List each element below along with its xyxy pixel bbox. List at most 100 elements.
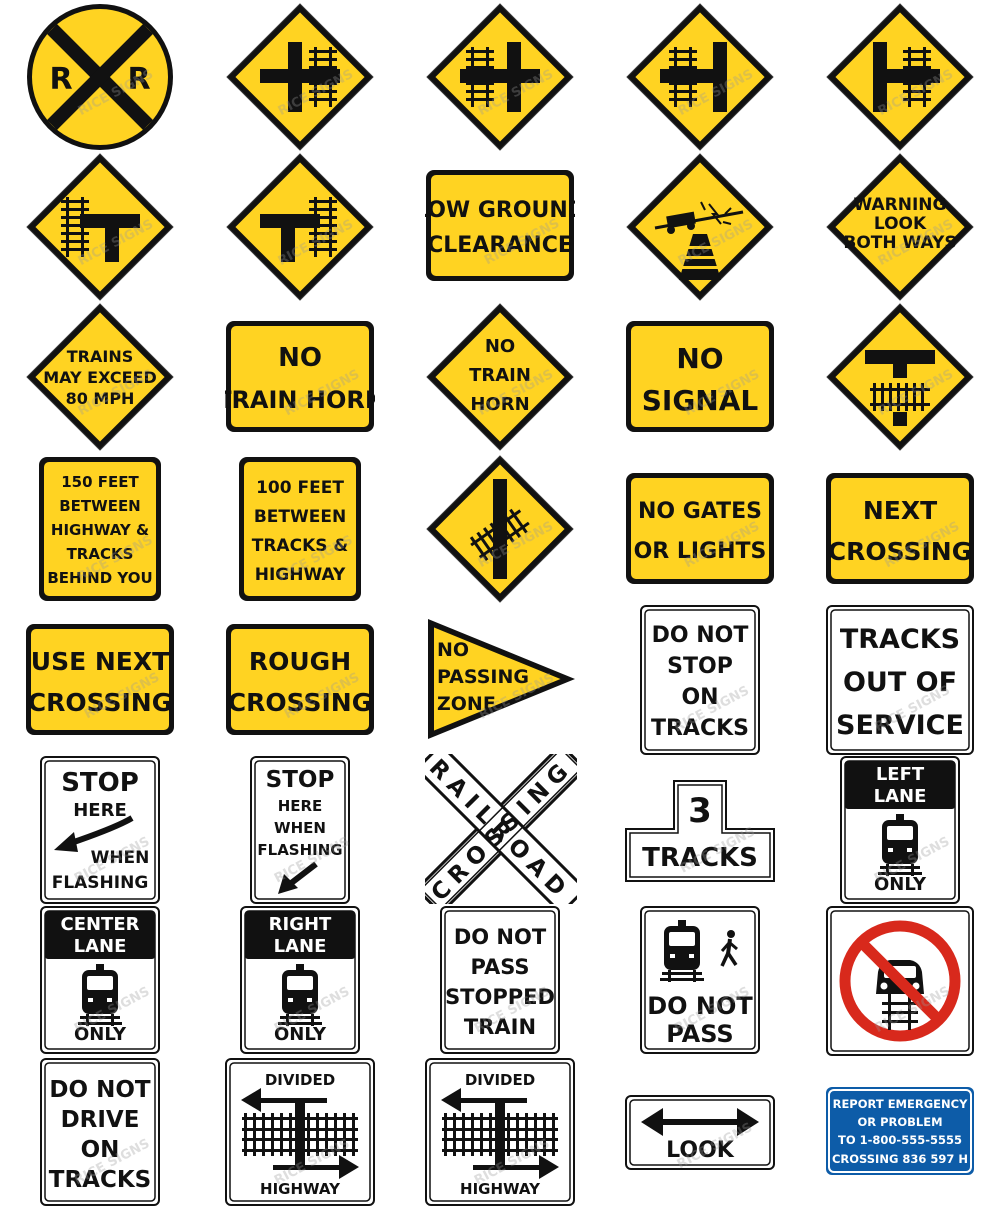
sign-text-line: STOP xyxy=(61,768,139,798)
low-ground-vehicle-symbol-sign: RICE SIGNS xyxy=(625,152,775,302)
sign-text-line: LOW GROUND xyxy=(425,198,575,223)
no-passing-zone-pennant-sign: NO PASSING ZONE RICE SIGNS xyxy=(425,616,577,742)
sign-text-line: NO xyxy=(676,342,723,375)
sign-text-line: ZONE xyxy=(437,693,496,715)
sign-text-line: OR LIGHTS xyxy=(634,539,767,564)
sign-text-line: ONLY xyxy=(874,874,927,895)
tracks-out-of-service-sign: TRACKS OUT OF SERVICE RICE SIGNS xyxy=(826,605,974,755)
sign-text-line: HIGHWAY xyxy=(260,1180,341,1198)
sign-text-line: LANE xyxy=(74,936,127,957)
t-road-track-sign: RICE SIGNS xyxy=(625,2,775,152)
divided-highway-track-sign-2: DIVIDED HIGHWAY RICE SIGNS xyxy=(425,1058,575,1206)
do-not-stop-on-tracks-sign: DO NOT STOP ON TRACKS RICE SIGNS xyxy=(640,605,760,755)
left-arrow-icon xyxy=(441,1088,461,1112)
sign-text-line: WHEN xyxy=(91,848,150,868)
sign-text-line: REPORT EMERGENCY xyxy=(833,1097,968,1111)
cross-road-track-left-sign: RICE SIGNS xyxy=(425,2,575,152)
sign-text-line: RIGHT xyxy=(269,914,332,935)
railroad-crossbuck-sign: CROSSING RAILROAD xyxy=(414,742,588,916)
right-lane-only-lrt-sign: RIGHT LANE ONLY RICE SIGNS xyxy=(240,906,360,1054)
sign-text-line: PASS xyxy=(470,955,529,979)
next-crossing-sign: NEXT CROSSING RICE SIGNS xyxy=(825,472,975,585)
sign-text-line: LANE xyxy=(874,786,927,807)
sign-text-line: HORN xyxy=(470,394,529,415)
sign-text-line: TRAIN xyxy=(464,1015,536,1039)
sign-text-line: USE NEXT xyxy=(31,647,169,676)
sign-text-line: TRAINS xyxy=(67,347,133,366)
sign-text-line: FLASHING xyxy=(257,841,342,859)
right-arrow-icon xyxy=(539,1155,559,1179)
track-count-number: 3 xyxy=(688,791,712,831)
sign-text-line: 80 MPH xyxy=(66,389,135,408)
look-sign: LOOK RICE SIGNS xyxy=(625,1095,775,1172)
sign-text-line: DO NOT xyxy=(647,992,753,1020)
sign-text-line: BOTH WAYS xyxy=(843,233,956,253)
arrow-icon xyxy=(54,832,78,852)
do-not-drive-on-tracks-sign: DO NOT DRIVE ON TRACKS RICE SIGNS xyxy=(40,1058,160,1206)
sign-text-line: NO xyxy=(278,343,322,373)
sign-text-line: ONLY xyxy=(274,1024,327,1045)
side-road-track-sign: RICE SIGNS xyxy=(25,152,175,302)
stop-here-when-flashing-left-sign: STOP HERE WHEN FLASHING RICE SIGNS xyxy=(40,756,160,904)
stop-here-when-flashing-down-sign: STOP HERE WHEN FLASHING RICE SIGNS xyxy=(250,756,352,904)
sign-text-line: TRACKS xyxy=(49,1167,151,1193)
sign-text-line: ROUGH xyxy=(249,647,351,676)
sign-text-line: SIGNAL xyxy=(642,384,759,417)
tracks-label: TRACKS xyxy=(642,843,758,873)
sign-text-line: TRACKS xyxy=(840,624,960,655)
use-next-crossing-sign: USE NEXT CROSSING RICE SIGNS xyxy=(25,623,175,736)
sign-text-line: CROSSING xyxy=(828,537,972,566)
sign-text-line: BEHIND YOU xyxy=(47,569,152,587)
rr-left-letter: R xyxy=(49,62,72,97)
no-vehicles-on-tracks-sign: RICE SIGNS xyxy=(826,906,974,1056)
sign-text-line: FLASHING xyxy=(52,873,149,893)
left-arrow-icon xyxy=(241,1088,261,1112)
no-gates-or-lights-sign: NO GATES OR LIGHTS RICE SIGNS xyxy=(625,472,775,585)
sign-text-line: OUT OF xyxy=(843,667,957,698)
sign-text-line: PASS xyxy=(666,1020,733,1048)
sign-text-line: LANE xyxy=(274,936,327,957)
sign-text-line: CENTER xyxy=(60,914,139,935)
sign-text-line: DRIVE xyxy=(61,1107,140,1133)
sign-text-line: TRAIN HORN xyxy=(225,386,375,414)
do-not-pass-stopped-train-sign: DO NOT PASS STOPPED TRAIN RICE SIGNS xyxy=(440,906,560,1054)
rough-crossing-sign: ROUGH CROSSING RICE SIGNS xyxy=(225,623,375,736)
sign-text-line: TO 1-800-555-5555 xyxy=(838,1133,962,1147)
sign-text-line: DO NOT xyxy=(49,1077,150,1103)
number-of-tracks-sign: 3 TRACKS RICE SIGNS xyxy=(625,780,775,882)
sign-text-line: DO NOT xyxy=(454,925,547,949)
sign-text-line: LEFT xyxy=(876,764,925,785)
sign-text-line: CROSSING xyxy=(228,688,372,717)
right-arrow-icon xyxy=(339,1155,359,1179)
sign-text-line: STOP xyxy=(667,654,733,679)
sign-text-line: TRAIN xyxy=(469,365,531,386)
sign-text-line: WHEN xyxy=(274,819,326,837)
sign-text-line: TRACKS & xyxy=(252,536,349,556)
center-lane-only-lrt-sign: CENTER LANE ONLY RICE SIGNS xyxy=(40,906,160,1054)
100-feet-sign: 100 FEET BETWEEN TRACKS & HIGHWAY RICE S… xyxy=(238,456,362,602)
sign-text-line: MAY EXCEED xyxy=(43,368,157,387)
parallel-track-t-sign: RICE SIGNS xyxy=(825,302,975,452)
sign-text-line: HERE xyxy=(278,797,323,815)
low-ground-clearance-sign: LOW GROUND CLEARANCE RICE SIGNS xyxy=(414,169,586,282)
150-feet-sign: 150 FEET BETWEEN HIGHWAY & TRACKS BEHIND… xyxy=(38,456,162,602)
sign-text-line: NO GATES xyxy=(638,499,762,524)
sign-text-line: HIGHWAY xyxy=(255,565,346,585)
sign-text-line: ON xyxy=(81,1137,120,1163)
left-lane-only-lrt-sign: LEFT LANE ONLY RICE SIGNS xyxy=(840,756,960,904)
sign-text-line: TRACKS xyxy=(67,545,134,563)
sign-text-line: NEXT xyxy=(863,496,937,525)
sign-text-line: STOPPED xyxy=(445,985,555,1009)
sign-text-line: STOP xyxy=(266,767,335,793)
railroad-advance-warning-sign: R R RICE SIGNS xyxy=(25,2,175,152)
sign-text-line: CROSSING xyxy=(28,688,172,717)
sign-text-line: ON xyxy=(681,685,718,710)
no-signal-sign: NO SIGNAL RICE SIGNS xyxy=(625,320,775,433)
lrt-do-not-pass-sign: DO NOT PASS RICE SIGNS xyxy=(640,906,760,1054)
trains-may-exceed-sign: TRAINS MAY EXCEED 80 MPH RICE SIGNS xyxy=(25,302,175,452)
look-both-ways-diamond-sign: WARNING LOOK BOTH WAYS RICE SIGNS xyxy=(825,152,975,302)
sign-text-line: 100 FEET xyxy=(256,478,344,498)
sign-text-line: SERVICE xyxy=(836,710,964,741)
sign-text-line: LOOK xyxy=(874,214,927,234)
sign-text-line: NO xyxy=(485,336,515,357)
